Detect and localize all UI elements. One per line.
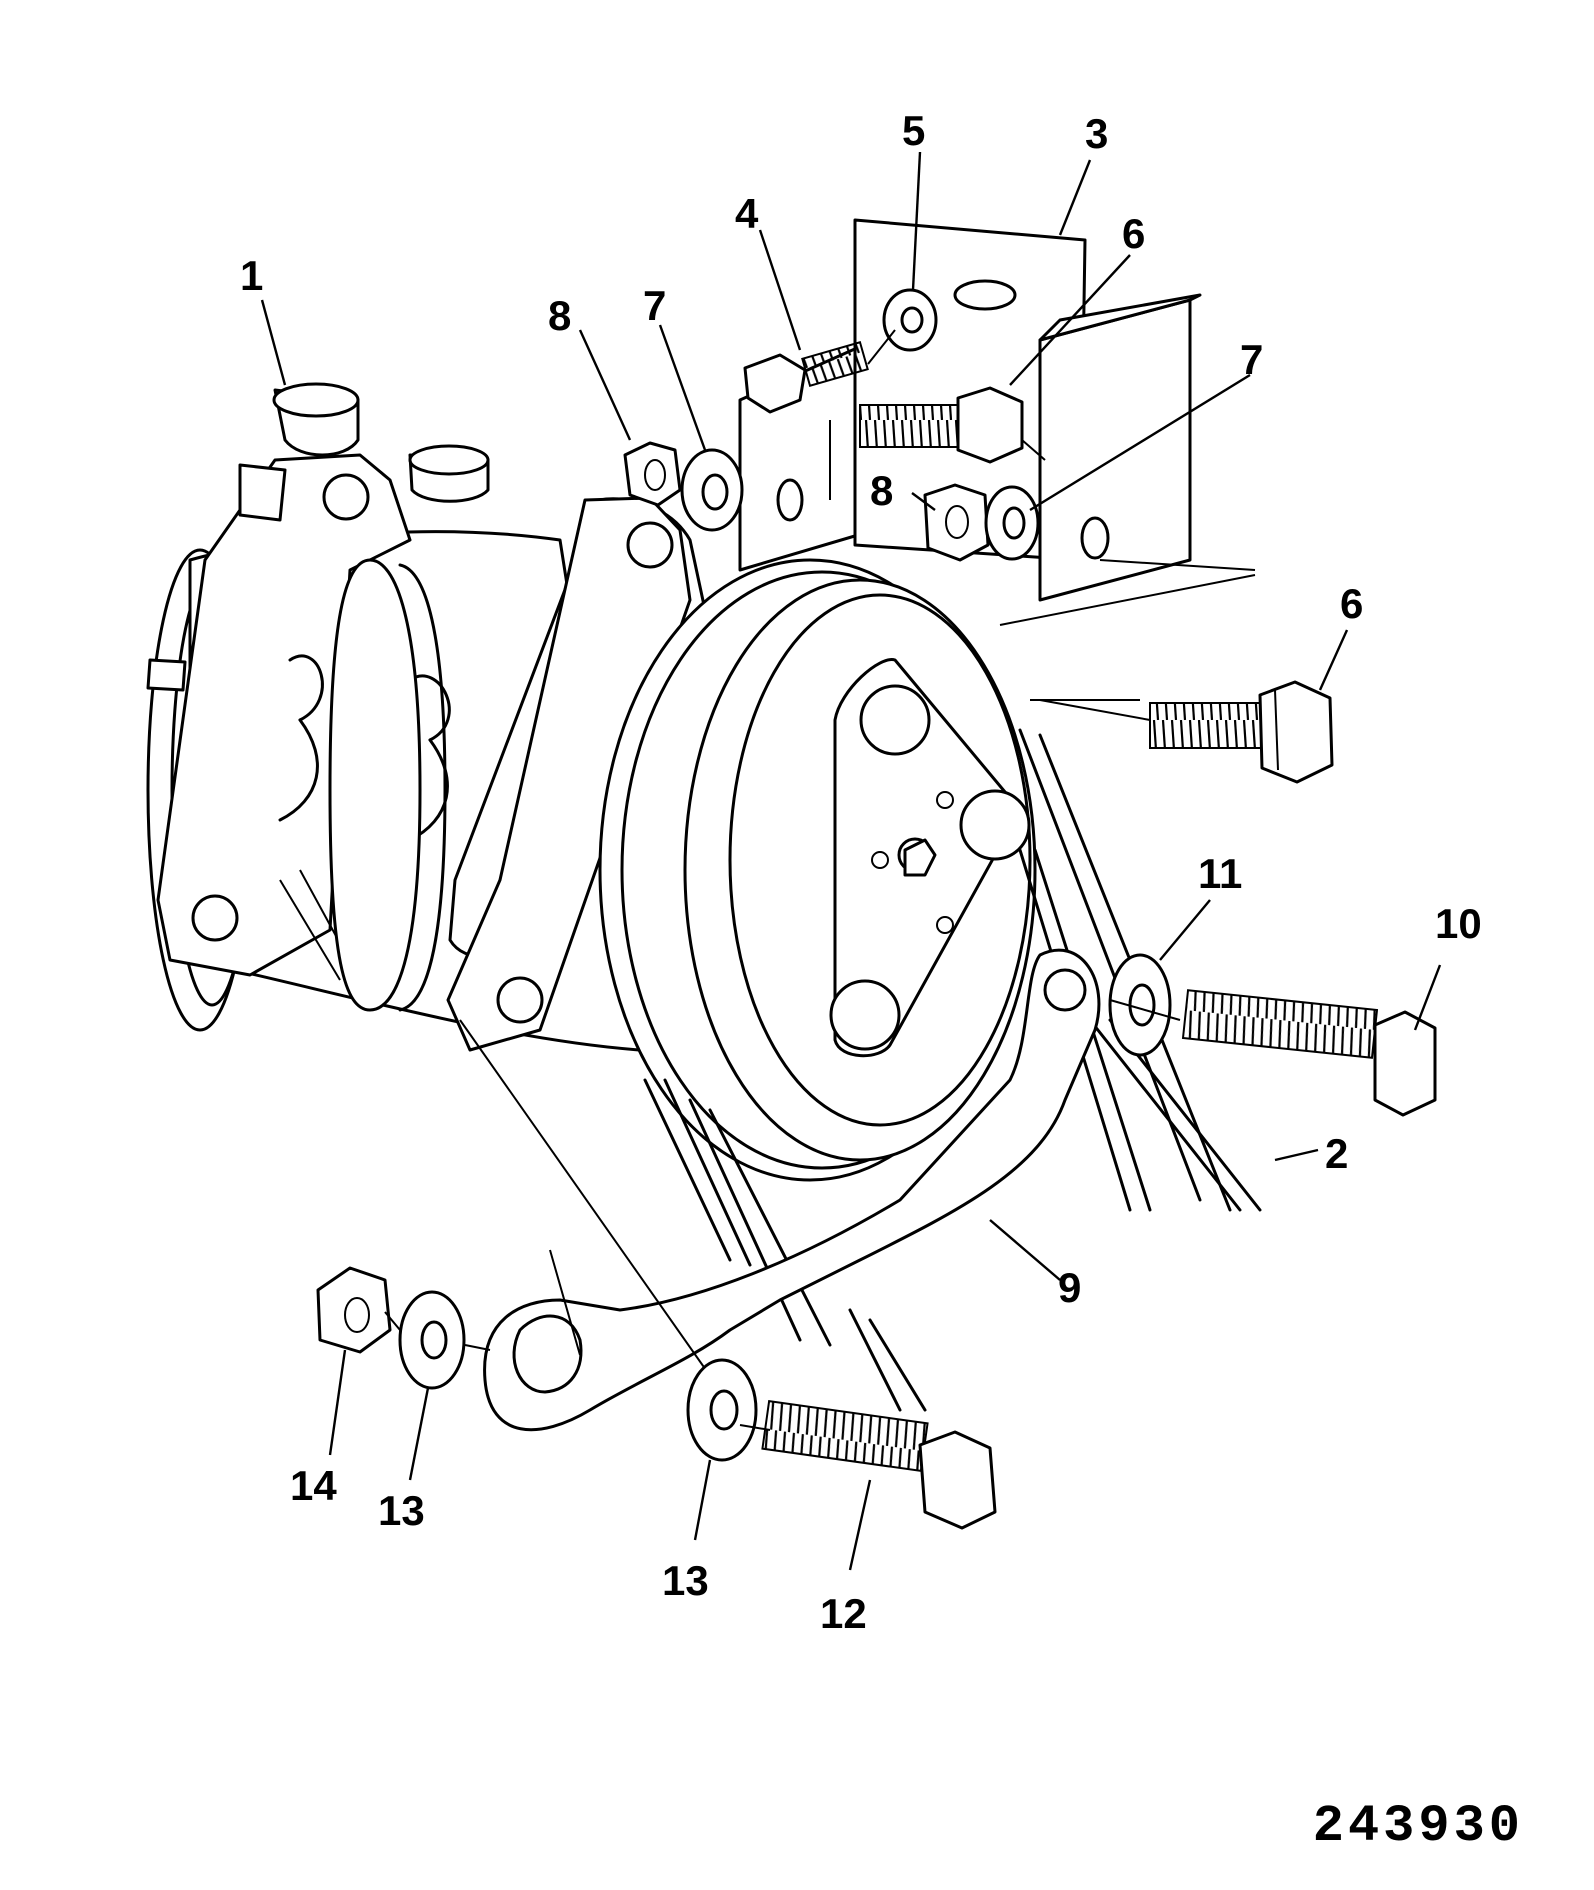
nut-14 (318, 1268, 390, 1352)
callout-13-right: 13 (662, 1557, 709, 1604)
callout-5: 5 (902, 107, 925, 154)
callout-13-left: 13 (378, 1487, 425, 1534)
bolt-12 (762, 1401, 995, 1528)
callout-11: 11 (1198, 850, 1242, 897)
callout-8-lower: 8 (870, 467, 893, 514)
callout-10: 10 (1435, 900, 1482, 947)
bolt-6-upper (860, 388, 1022, 462)
washer-13-right (688, 1360, 756, 1460)
assembly-centerlines (385, 330, 1180, 1430)
bolt-6-lower (1150, 682, 1332, 782)
callout-leaders (262, 152, 1440, 1570)
nut-8-lower (925, 485, 988, 560)
callout-labels: 1 2 3 4 5 6 6 7 7 8 8 9 10 11 12 13 13 1… (240, 107, 1482, 1637)
callout-12: 12 (820, 1590, 867, 1637)
nut-8-upper (625, 443, 680, 505)
clutch-pulley (600, 560, 1035, 1180)
washer-7-lower (986, 487, 1038, 559)
bolt-10 (1183, 990, 1435, 1115)
callout-9: 9 (1058, 1264, 1081, 1311)
reference-number: 243930 (1312, 1797, 1524, 1856)
callout-7-lower: 7 (1240, 336, 1263, 383)
callout-4: 4 (735, 190, 759, 237)
callout-7-upper: 7 (643, 282, 666, 329)
washer-5 (884, 290, 936, 350)
callout-14: 14 (290, 1462, 337, 1509)
bolt-4 (745, 342, 868, 412)
adjusting-link (460, 950, 1099, 1430)
callout-1: 1 (240, 252, 263, 299)
callout-8-upper: 8 (548, 292, 571, 339)
callout-6-upper: 6 (1122, 210, 1145, 257)
washer-7-upper (682, 450, 742, 530)
washer-13-left (400, 1292, 464, 1388)
callout-6-lower: 6 (1340, 580, 1363, 627)
callout-3: 3 (1085, 110, 1108, 157)
callout-2: 2 (1325, 1130, 1348, 1177)
washer-11 (1110, 955, 1170, 1055)
compressor (148, 384, 705, 1050)
